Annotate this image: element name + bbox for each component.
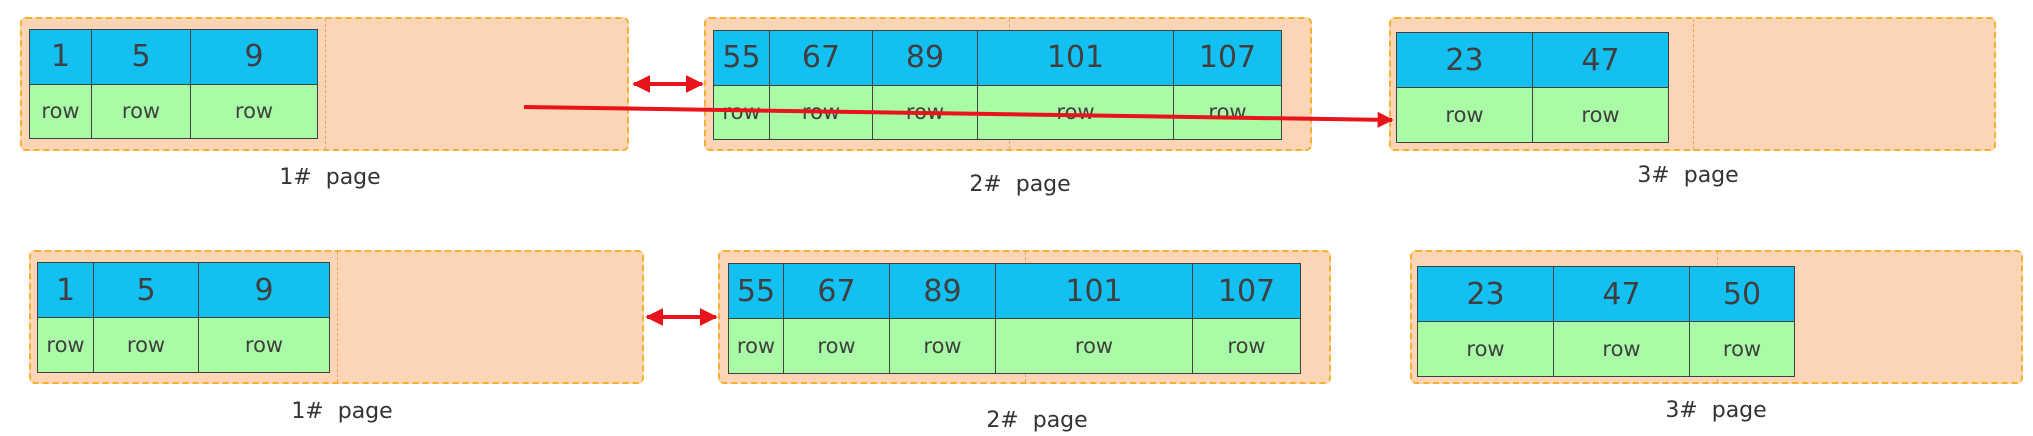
top-page-2-records: 55 67 89 101 107 row row row row row [713, 30, 1283, 140]
key-cell: 9 [190, 29, 318, 85]
key-cell: 23 [1417, 266, 1554, 322]
top-page-2-caption: 2# page [969, 172, 1071, 197]
row-cell: row [1532, 87, 1669, 143]
key-cell: 67 [783, 263, 890, 319]
key-cell: 107 [1173, 30, 1282, 86]
row-row: row row [1396, 87, 1670, 143]
key-cell: 55 [713, 30, 770, 86]
key-cell: 50 [1689, 266, 1795, 322]
row-cell: row [91, 83, 191, 139]
row-cell: row [713, 84, 770, 140]
row-cell: row [93, 317, 199, 373]
key-cell: 55 [728, 263, 784, 319]
key-cell: 101 [995, 263, 1193, 319]
row-cell: row [889, 318, 996, 374]
bottom-page-2-records: 55 67 89 101 107 row row row row row [728, 263, 1302, 374]
key-cell: 5 [93, 262, 199, 318]
row-cell: row [198, 317, 330, 373]
top-page-3-caption: 3# page [1637, 163, 1739, 188]
top-page-1-caption: 1# page [279, 165, 381, 190]
row-cell: row [1689, 321, 1795, 377]
key-cell: 47 [1532, 32, 1669, 88]
row-cell: row [1173, 84, 1282, 140]
bottom-page-1-records: 1 5 9 row row row [37, 262, 331, 373]
key-row: 23 47 [1396, 32, 1670, 88]
bottom-page-2-caption: 2# page [986, 408, 1088, 433]
key-cell: 101 [977, 30, 1174, 86]
row-row: row row row row row [713, 84, 1283, 140]
key-row: 55 67 89 101 107 [728, 263, 1302, 319]
row-cell: row [37, 317, 94, 373]
key-cell: 9 [198, 262, 330, 318]
row-cell: row [872, 84, 978, 140]
key-row: 1 5 9 [37, 262, 331, 318]
bottom-page-3-records: 23 47 50 row row row [1417, 266, 1796, 377]
row-cell: row [995, 318, 1193, 374]
key-row: 55 67 89 101 107 [713, 30, 1283, 86]
row-cell: row [1417, 321, 1554, 377]
row-cell: row [190, 83, 318, 139]
top-page-3-records: 23 47 row row [1396, 32, 1670, 143]
row-row: row row row [29, 83, 319, 139]
key-cell: 1 [29, 29, 92, 85]
top-page-1-records: 1 5 9 row row row [29, 29, 319, 139]
row-cell: row [977, 84, 1174, 140]
key-row: 1 5 9 [29, 29, 319, 85]
row-row: row row row [1417, 321, 1796, 377]
row-cell: row [1192, 318, 1301, 374]
key-cell: 67 [769, 30, 873, 86]
key-cell: 47 [1553, 266, 1690, 322]
bottom-page-1-caption: 1# page [291, 399, 393, 424]
row-cell: row [783, 318, 890, 374]
row-cell: row [728, 318, 784, 374]
key-cell: 5 [91, 29, 191, 85]
key-cell: 23 [1396, 32, 1533, 88]
row-cell: row [1396, 87, 1533, 143]
row-cell: row [29, 83, 92, 139]
key-cell: 107 [1192, 263, 1301, 319]
key-row: 23 47 50 [1417, 266, 1796, 322]
key-cell: 1 [37, 262, 94, 318]
row-row: row row row [37, 317, 331, 373]
row-cell: row [769, 84, 873, 140]
row-row: row row row row row [728, 318, 1302, 374]
key-cell: 89 [889, 263, 996, 319]
row-cell: row [1553, 321, 1690, 377]
key-cell: 89 [872, 30, 978, 86]
bottom-page-3-caption: 3# page [1665, 398, 1767, 423]
